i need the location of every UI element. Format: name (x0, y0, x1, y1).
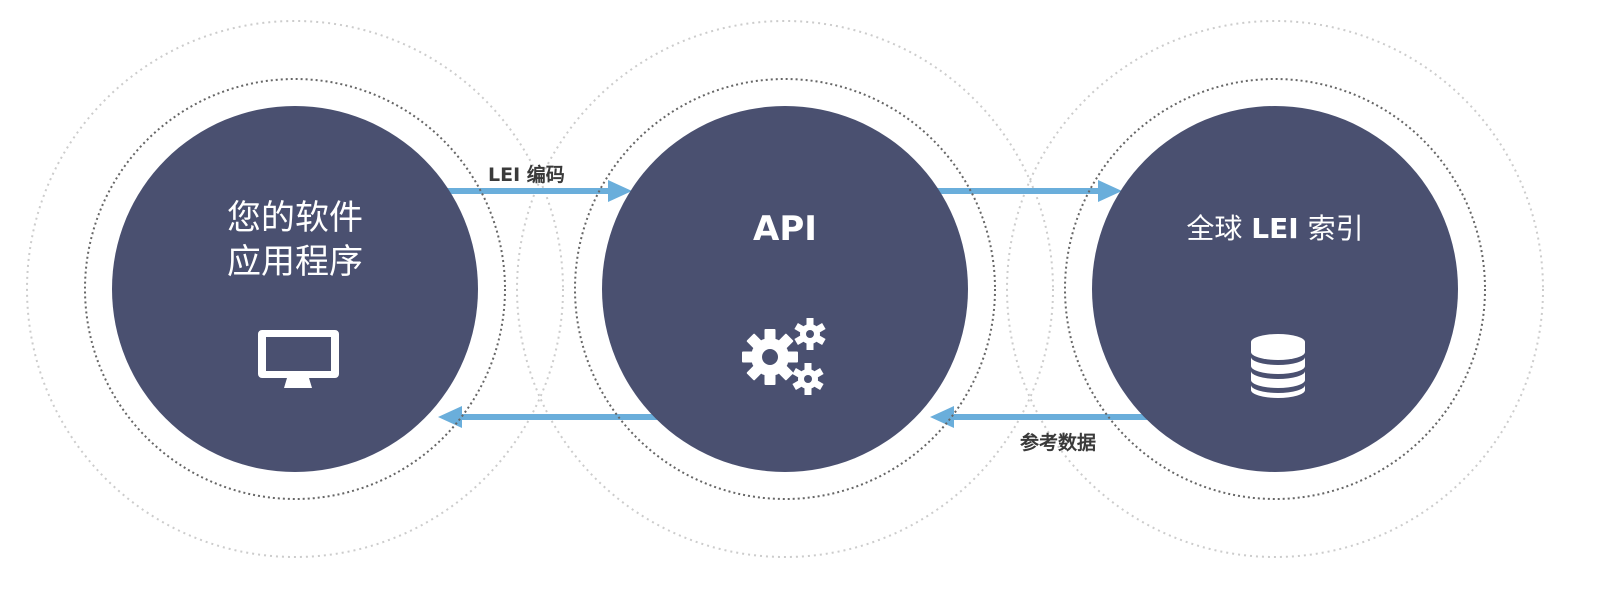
node-title-software-line2: 应用程序 (227, 242, 363, 282)
edge-label-reference-data: 参考数据 (1020, 432, 1097, 454)
outer-ring-software (26, 20, 564, 558)
node-title-index-post: 索引 (1307, 212, 1364, 245)
outer-ring-api (516, 20, 1054, 558)
node-title-index: 全球 LEI 索引 (1093, 207, 1457, 251)
node-software (112, 106, 478, 472)
outer-ring-index (1006, 20, 1544, 558)
arrows (438, 180, 1150, 428)
node-title-software: 您的软件 应用程序 (113, 196, 477, 284)
edge-label-lei-code: LEI 编码 (488, 164, 565, 186)
arrowhead-api-to-index (1098, 180, 1122, 202)
node-title-api: API (753, 209, 817, 249)
inner-ring-api (574, 78, 996, 500)
monitor-icon (258, 330, 339, 388)
arrowhead-api-to-software (438, 406, 462, 428)
inner-ring-index (1064, 78, 1486, 500)
node-title-index-pre: 全球 (1186, 212, 1243, 245)
inner-ring-software (84, 78, 506, 500)
node-title-software-line1: 您的软件 (227, 198, 363, 238)
database-icon (1251, 334, 1305, 398)
arrowhead-software-to-api (608, 180, 632, 202)
gears-icon (742, 318, 826, 395)
node-api (602, 106, 968, 472)
arrowhead-index-to-api (930, 406, 954, 428)
node-index (1092, 106, 1458, 472)
node-title-index-bold: LEI (1251, 212, 1299, 245)
